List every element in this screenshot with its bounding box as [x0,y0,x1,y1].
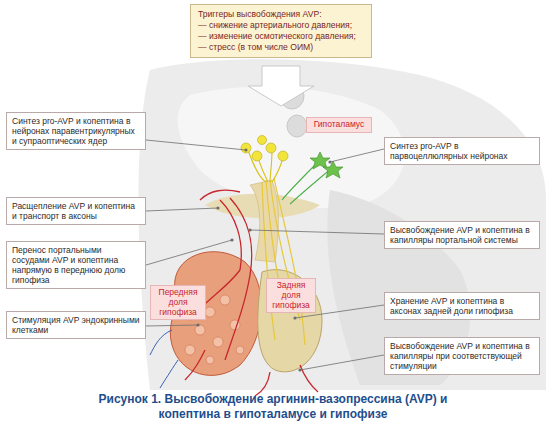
process-box: Стимуляция AVP эндокринными клетками [6,311,146,339]
process-box: Высвобождение AVP и копептина в капилляр… [384,221,540,249]
region-label: Гипоталамус [306,117,372,133]
node-text: Высвобождение AVP и копептина в капилляр… [390,341,534,371]
node-text: Синтез pro-AVP и копептина в нейронах па… [12,116,140,146]
node-text: — стресс (в том числе ОИМ) [198,42,364,53]
trigger-box: Триггеры высвобождения AVP:— снижение ар… [190,4,372,58]
node-text: — изменение осмотического давления; [198,31,364,42]
node-text: Перенос портальными сосудами AVP и копеп… [12,245,140,285]
node-text: Синтез pro-AVP в парвоцеллюлярных нейрон… [390,141,534,161]
process-box: Синтез pro-AVP и копептина в нейронах па… [6,112,146,150]
node-text: — снижение артериального давления; [198,20,364,31]
leader-lines [146,140,384,370]
node-text: Стимуляция AVP эндокринными клетками [12,315,140,335]
parvocellular-neurons [310,152,343,178]
process-box: Синтез pro-AVP в парвоцеллюлярных нейрон… [384,137,540,165]
posterior-lobe [258,270,322,372]
process-box: Расщепление AVP и копептина и транспорт … [6,197,146,225]
node-text: Высвобождение AVP и копептина в капилляр… [390,225,534,245]
process-box: Хранение AVP и копептина в аксонах задне… [384,292,540,320]
node-text: Задняя доля гипофиза [271,281,311,310]
process-box: Перенос портальными сосудами AVP и копеп… [6,241,146,289]
magnocellular-neurons [241,136,288,162]
figure-caption: Рисунок 1. Высвобождение аргинин-вазопре… [70,392,476,422]
node-text: Хранение AVP и копептина в аксонах задне… [390,296,534,316]
region-label: Передняя доля гипофиза [150,285,206,320]
node-text: Гипоталамус [311,120,367,130]
node-text: Расщепление AVP и копептина и транспорт … [12,201,140,221]
region-label: Задняя доля гипофиза [266,278,316,313]
node-text: Передняя доля гипофиза [155,288,201,317]
hypothalamus-nucleus [287,115,307,137]
brain-background [138,59,546,390]
neuron-axons [248,150,283,182]
axon-fibers [262,178,305,345]
leader-dots [196,148,331,371]
node-text: Триггеры высвобождения AVP: [198,9,364,20]
veins [150,330,178,388]
process-box: Высвобождение AVP и копептина в капилляр… [384,337,540,375]
trigger-arrow [248,66,314,106]
